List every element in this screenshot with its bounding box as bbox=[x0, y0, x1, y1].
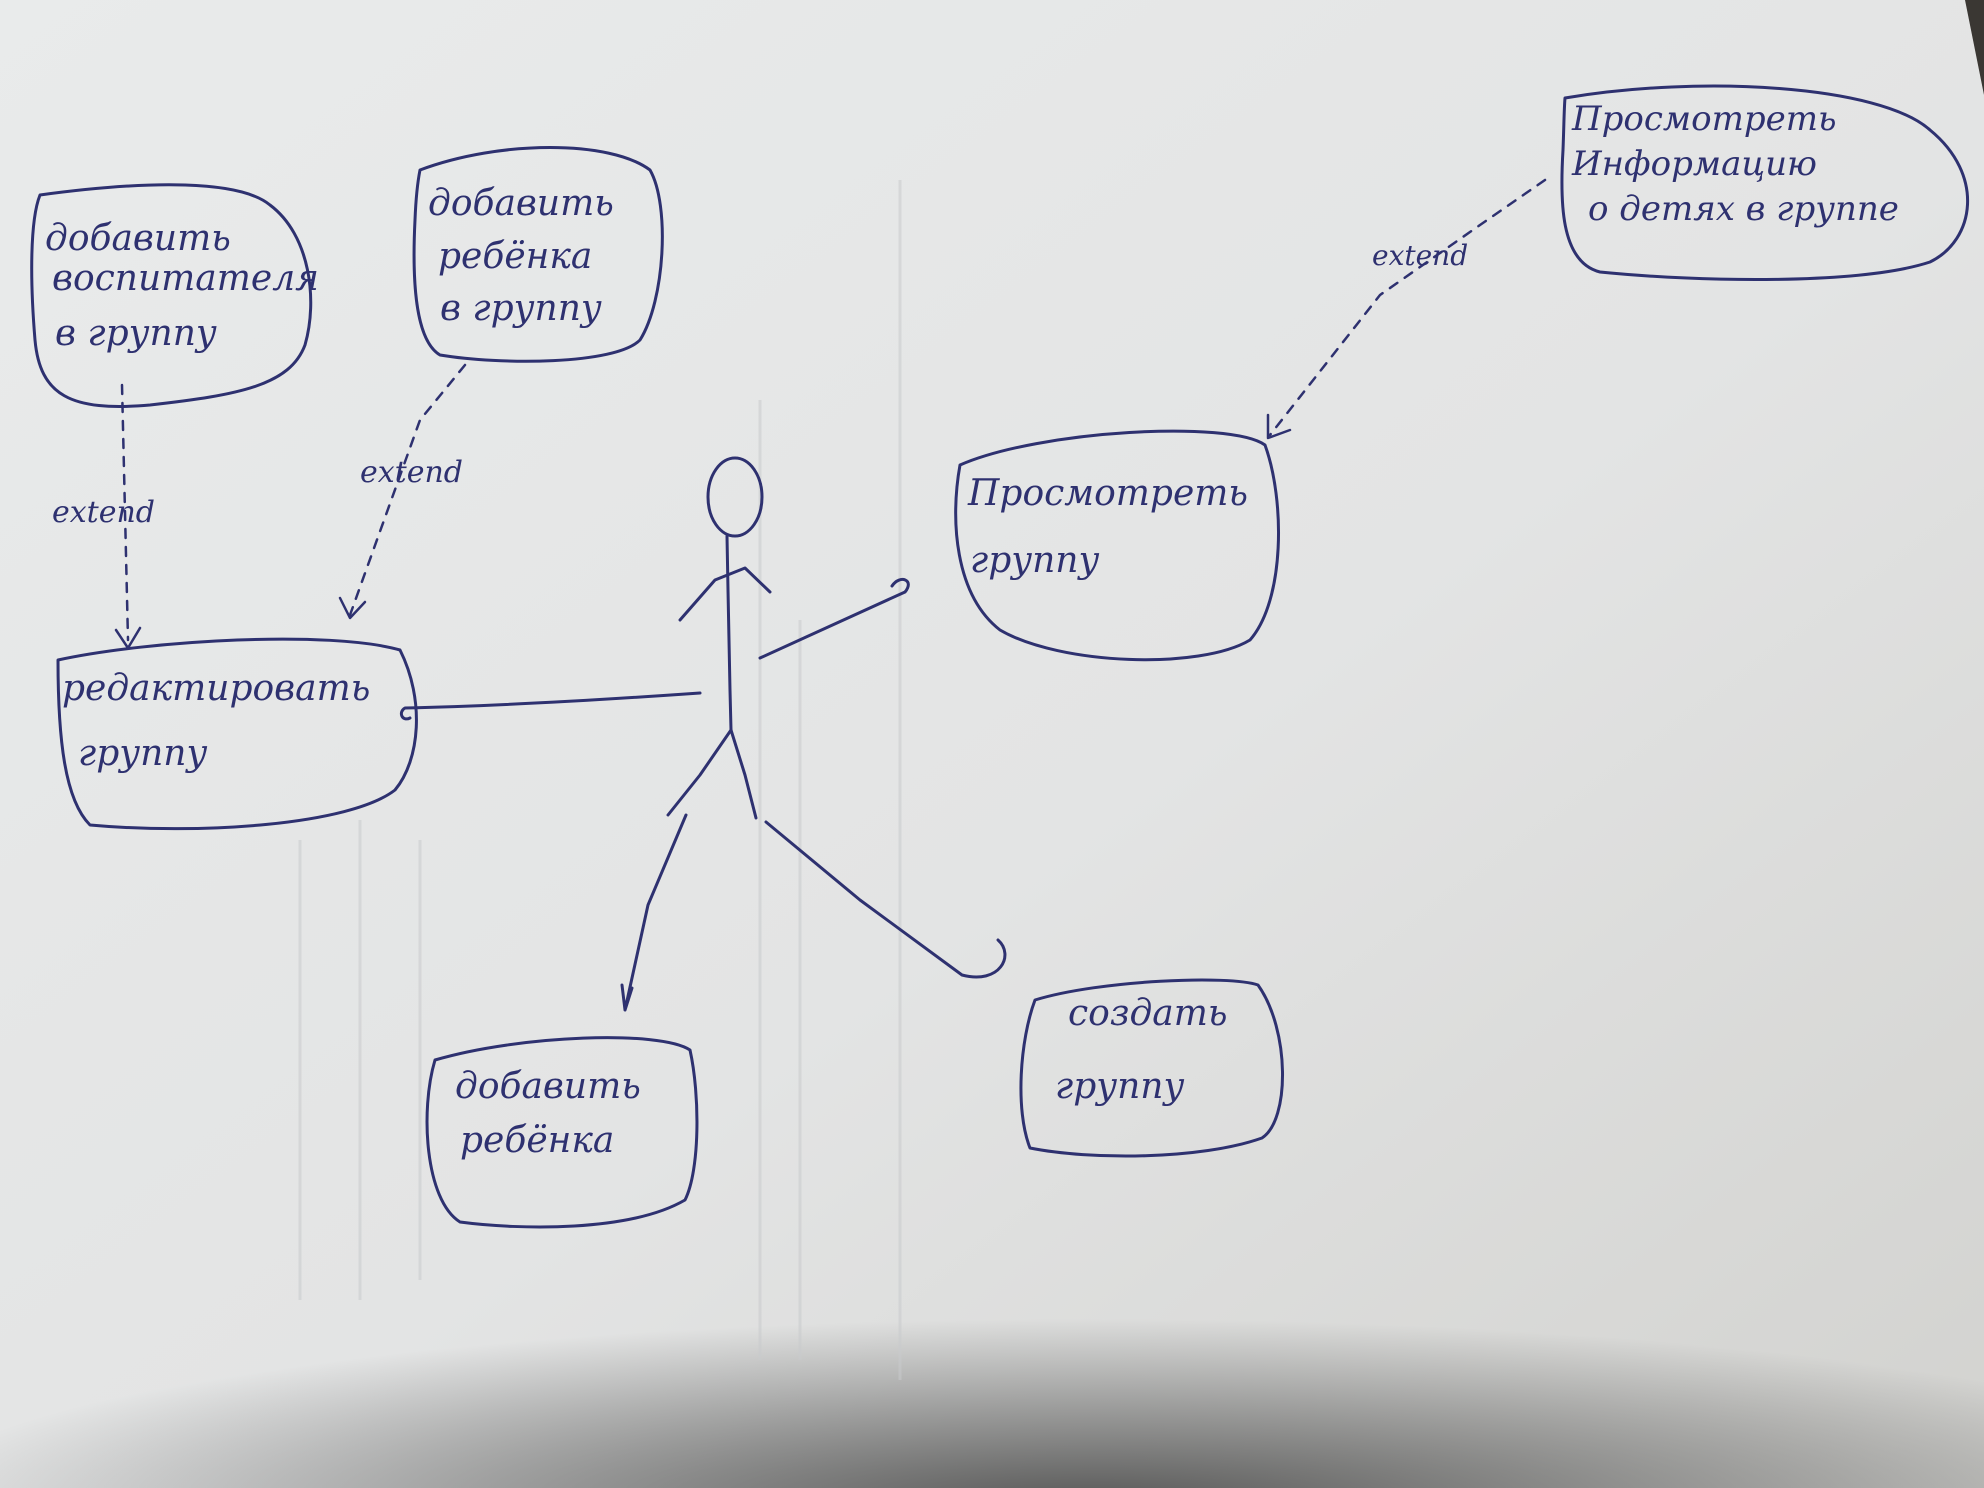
usecase-add-child-outline bbox=[425, 1036, 699, 1229]
usecase-view-child-info-outline bbox=[1560, 84, 1969, 281]
usecase-edit-group-line1: редактировать bbox=[62, 668, 370, 709]
svg-text:Просмотреть группу: Просмотреть группу bbox=[967, 473, 1259, 581]
arrowhead-edit-1 bbox=[114, 626, 142, 650]
svg-text:добавить ребёнка в: добавить ребёнка в группу bbox=[428, 183, 625, 329]
svg-text:Просмотреть Информацию: Просмотреть Информацию о детях в группе bbox=[1571, 99, 1899, 229]
extend-arrow-teacher-to-edit bbox=[120, 383, 130, 642]
usecase-add-child-to-group-line2: ребёнка bbox=[438, 236, 592, 277]
usecase-add-child-line2: ребёнка bbox=[460, 1120, 614, 1161]
usecase-view-child-info-line2: Информацию bbox=[1571, 144, 1817, 184]
usecase-add-child-to-group-outline bbox=[412, 146, 664, 363]
usecase-view-child-info-line3: о детях в группе bbox=[1588, 189, 1899, 229]
extend-arrow-info-to-view bbox=[1268, 178, 1547, 437]
actor-stick-figure bbox=[666, 456, 772, 820]
usecase-view-group-line2: группу bbox=[970, 540, 1099, 581]
actor-arms bbox=[678, 566, 772, 622]
usecase-add-teacher: добавить воспитателя в группу bbox=[30, 183, 330, 408]
usecase-add-child-to-group-line1: добавить bbox=[428, 183, 614, 224]
extend-label-1: extend bbox=[52, 495, 155, 530]
usecase-edit-group: редактировать группу bbox=[56, 637, 418, 831]
actor-body bbox=[725, 534, 733, 732]
show-through-texture bbox=[298, 180, 902, 1380]
svg-text:добавить воспитателя: добавить воспитателя в группу bbox=[45, 218, 330, 354]
usecase-add-child-line1: добавить bbox=[455, 1066, 641, 1107]
association-view-group bbox=[758, 577, 910, 660]
usecase-view-group-outline bbox=[954, 429, 1280, 662]
usecase-add-teacher-line2: воспитателя bbox=[52, 258, 319, 299]
usecase-add-child: добавить ребёнка bbox=[425, 1036, 699, 1229]
svg-text:редактировать группу: редактировать группу bbox=[62, 668, 382, 774]
extend-label-3: extend bbox=[1372, 239, 1468, 272]
actor-left-leg bbox=[666, 728, 733, 817]
usecase-view-child-info: Просмотреть Информацию о детях в группе bbox=[1560, 84, 1969, 281]
usecase-view-group-line1: Просмотреть bbox=[967, 473, 1248, 514]
usecase-add-teacher-line1: добавить bbox=[45, 218, 231, 259]
usecase-add-teacher-line3: в группу bbox=[55, 313, 217, 354]
svg-text:создать группу: создать группу bbox=[1055, 993, 1239, 1107]
usecase-create-group: создать группу bbox=[1019, 978, 1284, 1158]
actor-right-leg bbox=[729, 728, 758, 820]
usecase-add-teacher-outline bbox=[30, 183, 313, 408]
arrowhead-view bbox=[1266, 413, 1292, 440]
arrowhead-edit-2 bbox=[338, 596, 367, 620]
usecase-view-group: Просмотреть группу bbox=[954, 429, 1280, 662]
svg-text:добавить ребёнка: добавить ребёнка bbox=[455, 1066, 652, 1161]
extend-arrow-child-to-edit bbox=[348, 363, 467, 617]
usecase-create-group-line2: группу bbox=[1055, 1066, 1184, 1107]
usecase-create-group-outline bbox=[1019, 978, 1284, 1158]
usecase-add-child-to-group-line3: в группу bbox=[440, 288, 602, 329]
usecase-create-group-line1: создать bbox=[1068, 993, 1228, 1034]
association-edit-group bbox=[399, 691, 702, 721]
usecase-edit-group-line2: группу bbox=[78, 733, 207, 774]
association-create-group bbox=[764, 820, 1007, 979]
usecase-view-child-info-line1: Просмотреть bbox=[1571, 99, 1836, 139]
extend-label-2: extend bbox=[360, 455, 463, 490]
usecase-add-child-to-group: добавить ребёнка в группу bbox=[412, 146, 664, 363]
association-add-child bbox=[620, 813, 688, 1012]
usecase-edit-group-outline bbox=[56, 637, 418, 831]
bottom-shadow bbox=[0, 1180, 1984, 1488]
actor-head bbox=[706, 456, 764, 538]
